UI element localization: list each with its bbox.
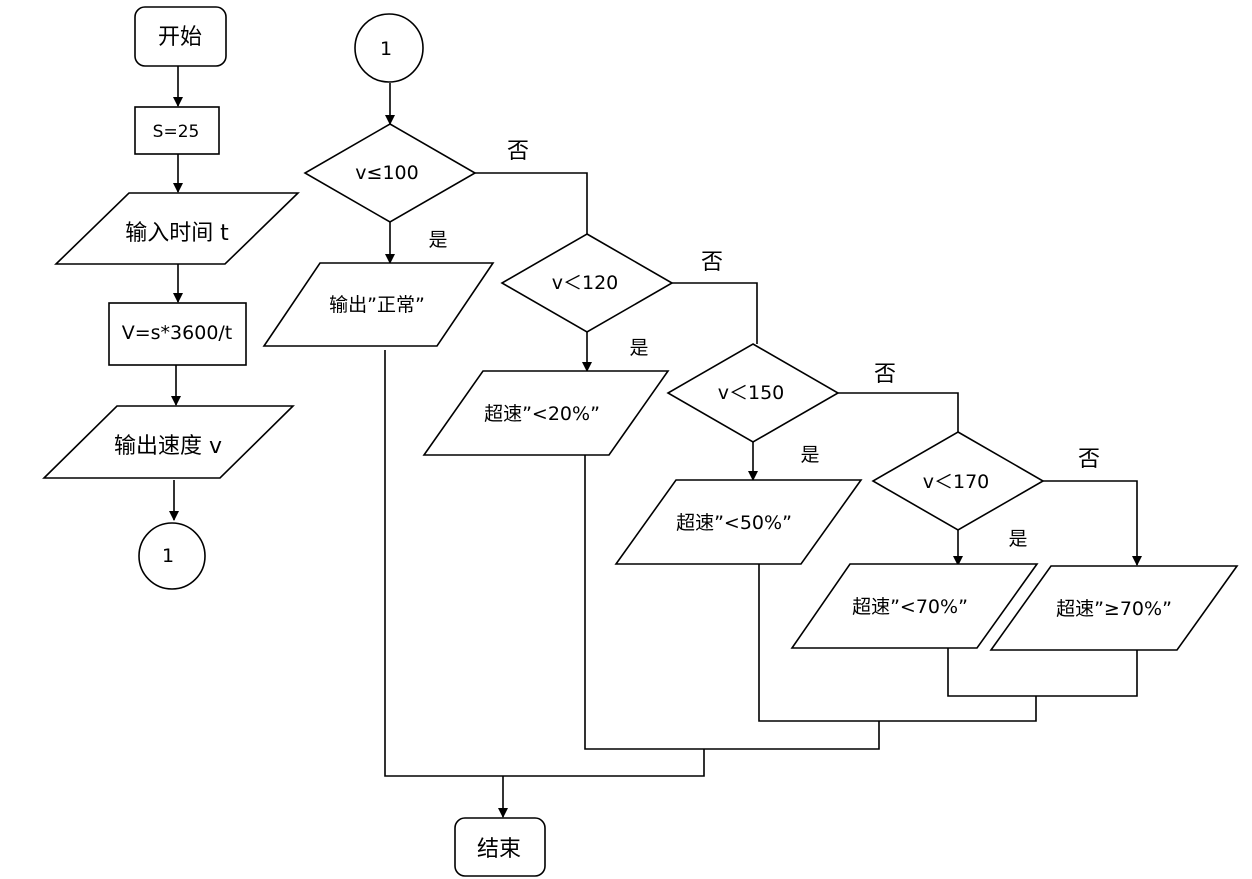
decision-v-lt-150: v＜150 — [666, 343, 840, 443]
no-label-150: 否 — [874, 362, 896, 387]
no-label-120: 否 — [701, 250, 723, 275]
no-label-170: 否 — [1078, 447, 1100, 472]
yes-label-170: 是 — [1008, 528, 1027, 550]
end-terminal: 结束 — [454, 817, 546, 877]
cond-150-label: v＜150 — [718, 382, 785, 404]
merge-line-50 — [758, 564, 1037, 722]
cond-100-label: v≤100 — [355, 162, 418, 184]
arrow-cond170-no — [1043, 480, 1142, 566]
output-speed-io: 输出速度 v — [42, 405, 295, 479]
output-lt70-io: 超速”<70%” — [790, 563, 1039, 649]
right-connector-circle: 1 — [354, 13, 424, 83]
input-time-io: 输入时间 t — [54, 192, 300, 265]
merge-line-70 — [947, 648, 1138, 697]
compute-v-process: V=s*3600/t — [108, 302, 247, 366]
right-connector-label: 1 — [380, 38, 392, 60]
cond-170-label: v＜170 — [923, 471, 990, 493]
no-label-100: 否 — [507, 139, 529, 164]
cond-120-label: v＜120 — [552, 272, 619, 294]
merge-line-20 — [584, 455, 880, 750]
output-lt50-io: 超速”<50%” — [614, 479, 863, 565]
compute-v-label: V=s*3600/t — [122, 322, 233, 344]
line-cond150-no — [838, 392, 959, 432]
left-connector-label: 1 — [162, 545, 174, 567]
output-lt20-io: 超速”<20%” — [422, 370, 670, 456]
line-cond100-no — [475, 172, 588, 234]
out-70-label: 超速”<70%” — [852, 596, 968, 618]
start-terminal: 开始 — [134, 6, 227, 67]
output-speed-label: 输出速度 v — [114, 434, 222, 459]
decision-v-lt-120: v＜120 — [500, 233, 674, 333]
out-ge70-label: 超速”≥70%” — [1056, 598, 1172, 620]
decision-v-le-100: v≤100 — [303, 123, 477, 223]
yes-label-150: 是 — [800, 444, 819, 466]
left-connector-circle: 1 — [138, 522, 206, 590]
end-label: 结束 — [477, 837, 521, 862]
out-20-label: 超速”<20%” — [484, 403, 600, 425]
line-cond120-no — [672, 282, 758, 344]
input-time-label: 输入时间 t — [125, 221, 229, 246]
output-normal-io: 输出”正常” — [262, 262, 495, 347]
yes-label-120: 是 — [629, 337, 648, 359]
assign-s-label: S=25 — [153, 122, 200, 142]
assign-s-process: S=25 — [134, 106, 220, 155]
yes-label-100: 是 — [428, 229, 447, 251]
out-50-label: 超速”<50%” — [676, 512, 792, 534]
output-ge70-io: 超速”≥70%” — [989, 565, 1239, 651]
out-normal-label: 输出”正常” — [329, 294, 425, 316]
decision-v-lt-170: v＜170 — [871, 431, 1045, 531]
start-label: 开始 — [158, 25, 202, 50]
merge-line-normal — [384, 350, 705, 777]
